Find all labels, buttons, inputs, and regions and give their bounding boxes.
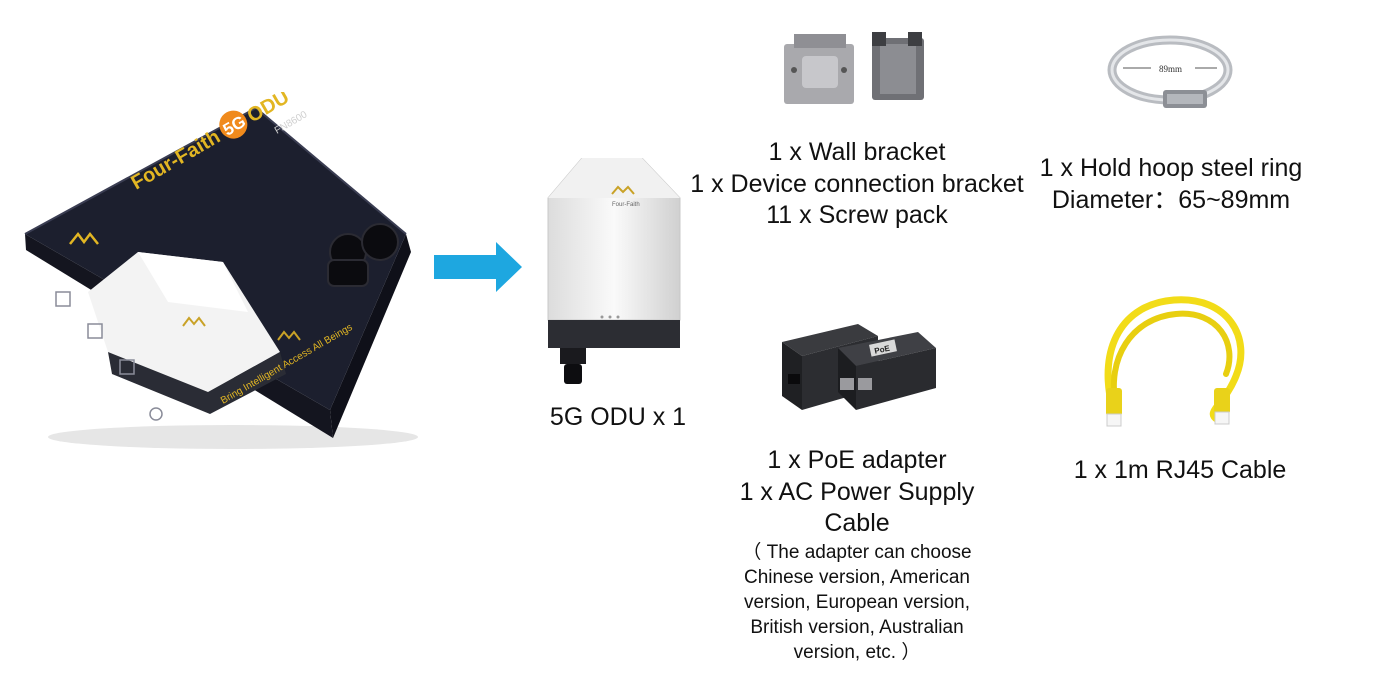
- poe-caption: 1 x PoE adapter 1 x AC Power Supply Cabl…: [707, 445, 1007, 540]
- cable-line-1: 1 x 1m RJ45 Cable: [1073, 456, 1287, 484]
- brackets-line-3: 11 x Screw pack: [766, 201, 948, 229]
- hoop-diameter-label: 89mm: [1159, 64, 1182, 74]
- product-box-image: Four-Faith 5G ODU FN8600 Bring Intellige…: [18, 86, 418, 462]
- odu-caption-text: 5G ODU x 1: [549, 403, 687, 431]
- brackets-line-1: 1 x Wall bracket: [768, 138, 946, 166]
- poe-line-1: 1 x PoE adapter: [767, 446, 947, 474]
- poe-line-3: Cable: [824, 509, 890, 537]
- brackets-caption: 1 x Wall bracket 1 x Device connection b…: [672, 137, 1042, 232]
- hoop-line-1: 1 x Hold hoop steel ring: [1039, 154, 1303, 182]
- poe-adapter-image: PoE: [778, 318, 938, 418]
- wall-bracket-image: [780, 30, 930, 110]
- poe-line-2: 1 x AC Power Supply: [739, 477, 975, 506]
- poe-label: PoE: [874, 344, 892, 356]
- hoop-line-2: Diameter：65~89mm: [1051, 185, 1291, 214]
- brackets-line-2: 1 x Device connection bracket: [690, 169, 1024, 198]
- poe-note: （ The adapter can choose Chinese version…: [742, 542, 972, 663]
- odu-logo-text: Four-Faith: [612, 202, 640, 208]
- hoop-caption: 1 x Hold hoop steel ring Diameter：65~89m…: [1026, 153, 1316, 216]
- rj45-cable-image: [1092, 288, 1262, 428]
- hoop-ring-image: 89mm: [1105, 28, 1235, 118]
- cable-caption: 1 x 1m RJ45 Cable: [1060, 455, 1300, 487]
- arrow-right-icon: [434, 242, 524, 292]
- odu-caption: 5G ODU x 1: [518, 402, 718, 434]
- odu-device-image: Four-Faith: [540, 157, 690, 388]
